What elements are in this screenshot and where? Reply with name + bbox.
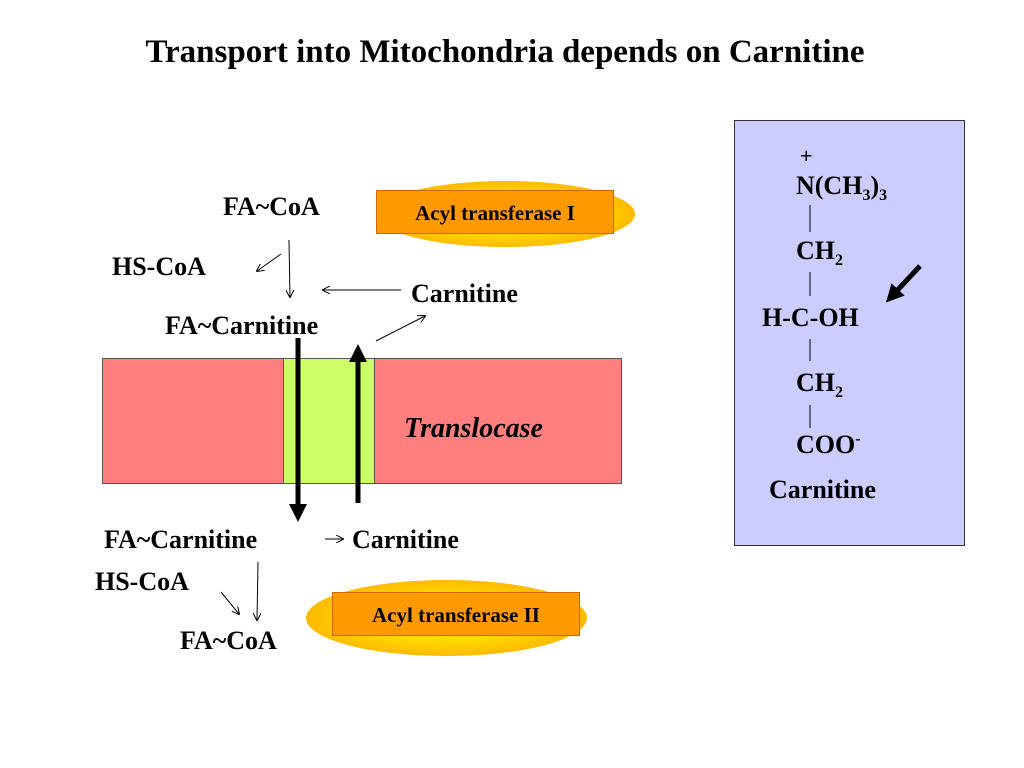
translocase-label: Translocase — [404, 413, 543, 444]
slide-title: Transport into Mitochondria depends on C… — [145, 34, 865, 70]
hydroxyl-carbon-group: H-C-OH — [762, 303, 859, 332]
acyl-transferase-1-label: Acyl transferase I — [376, 190, 614, 234]
acyl-transferase-2-label: Acyl transferase II — [332, 592, 580, 636]
arrow-hs-coa-in — [220, 591, 239, 614]
carnitine-structure-name: Carnitine — [769, 475, 876, 504]
charge-label: + — [800, 143, 813, 168]
arrow-to-hs-coa — [257, 253, 282, 271]
hs-coa-top-label: HS-CoA — [112, 252, 206, 281]
fa-carnitine-bottom-label: FA~Carnitine — [104, 525, 258, 554]
arrow-fa-carnitine-down — [257, 561, 258, 620]
hs-coa-bottom-label: HS-CoA — [95, 567, 189, 596]
fa-carnitine-top-label: FA~Carnitine — [165, 311, 319, 340]
fa-coa-top-label: FA~CoA — [223, 192, 320, 221]
ch2-group-2: CH2 — [796, 368, 843, 402]
carboxylate-group: COO- — [796, 430, 861, 459]
arrow-fa-coa-down — [289, 239, 290, 297]
fa-coa-bottom-label: FA~CoA — [180, 626, 277, 655]
carnitine-structure-panel — [734, 120, 965, 546]
arrow-fa-carnitine-out — [375, 316, 425, 342]
carnitine-bottom-label: Carnitine — [352, 525, 459, 554]
carnitine-top-label: Carnitine — [411, 279, 518, 308]
hydroxyl-pointer-arrow — [885, 264, 922, 303]
trimethylammonium-group: N(CH3)3 — [796, 171, 888, 205]
ch2-group-1: CH2 — [796, 236, 843, 270]
